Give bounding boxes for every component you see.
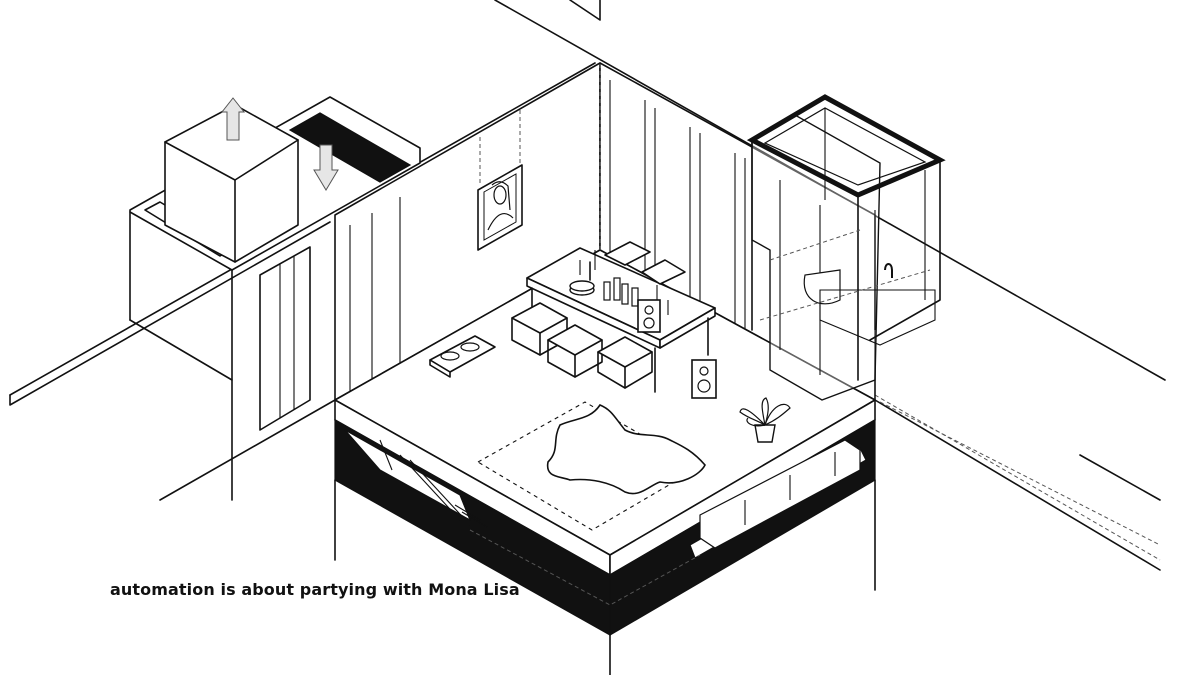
basement-stairs	[379, 439, 488, 528]
dining-table	[526, 247, 716, 393]
room-walls	[334, 62, 876, 401]
down-arrow-icon	[313, 144, 339, 191]
glass-bathroom-pod	[746, 94, 946, 401]
animal-hide-rug	[476, 401, 706, 531]
stools	[511, 241, 686, 389]
basement-sofa	[699, 439, 861, 549]
basement-cutout	[344, 429, 867, 606]
speakers	[637, 299, 717, 399]
diagram-caption: automation is about partying with Mona L…	[110, 580, 520, 599]
adjacent-rising-block	[164, 104, 299, 263]
bottles-and-glasses	[569, 250, 669, 315]
up-arrow-icon	[220, 97, 246, 141]
potted-plant	[739, 397, 791, 443]
record-player	[429, 335, 496, 378]
adjacent-unit	[129, 96, 421, 501]
mona-lisa-frame	[477, 164, 523, 251]
